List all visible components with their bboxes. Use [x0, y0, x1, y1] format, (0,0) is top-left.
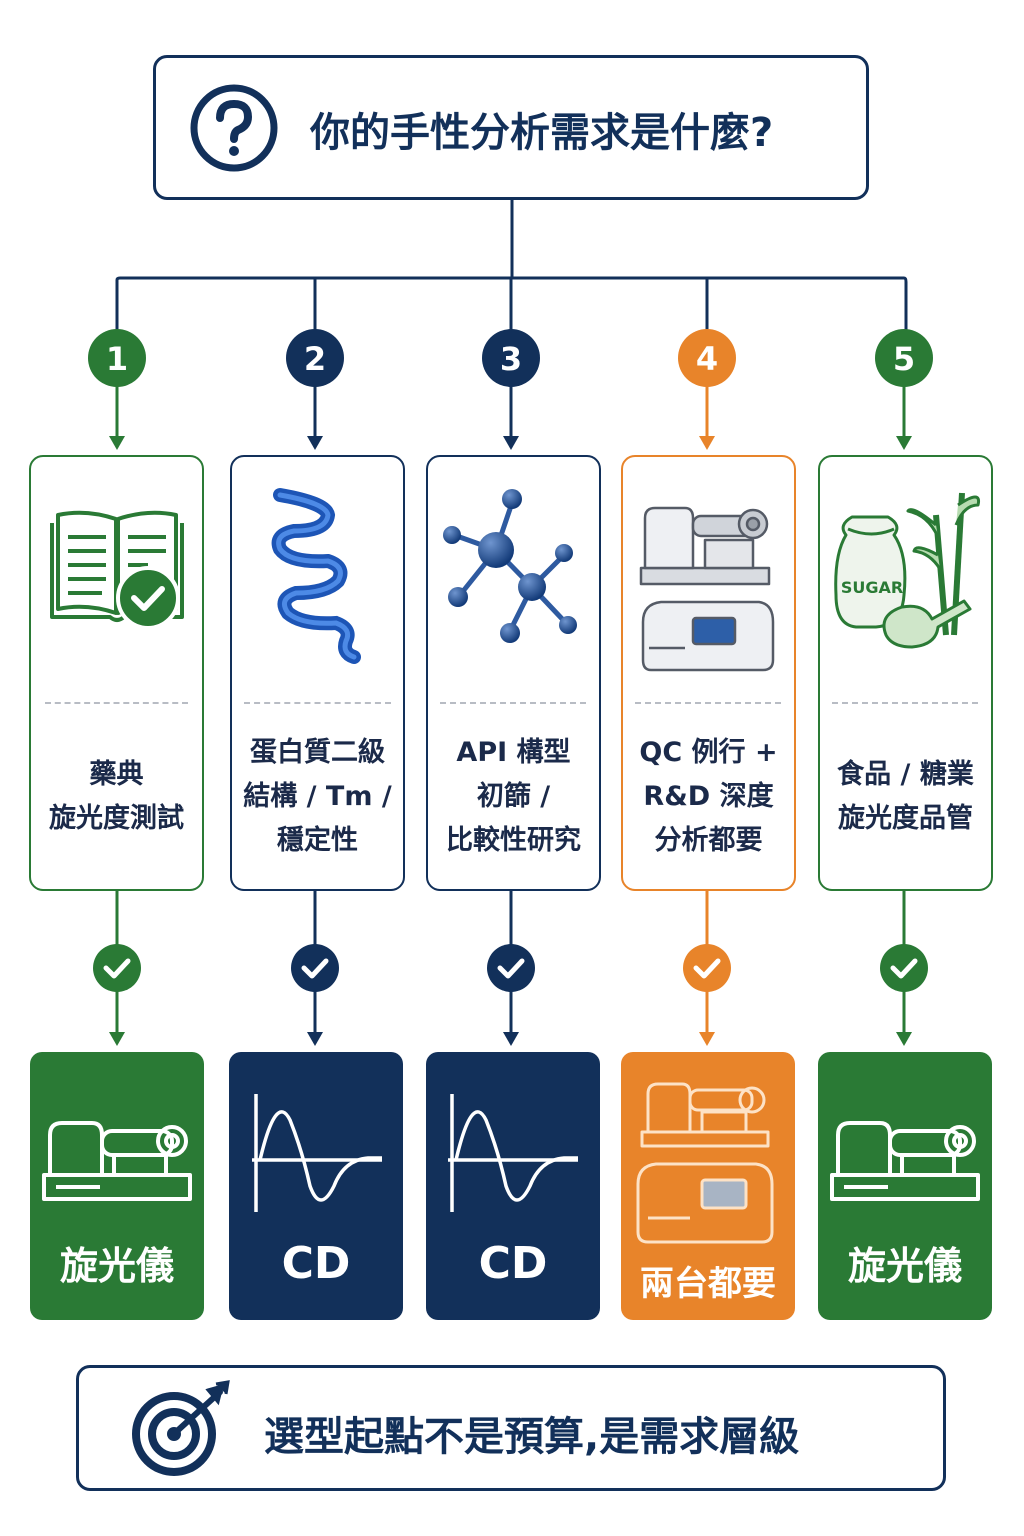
step-badge-1: 1	[88, 329, 146, 387]
polarimeter-icon	[830, 1121, 980, 1201]
protein-helix-icon	[271, 488, 361, 664]
result-card-2	[229, 1052, 403, 1320]
result-label-4: 兩台都要	[640, 1264, 776, 1304]
card-divider	[440, 702, 586, 704]
sugar-cane-icon: SUGAR	[834, 492, 981, 649]
pharmacopeia-book-icon	[50, 510, 184, 630]
option-text-5: 食品 / 糖業旋光度品管	[837, 759, 974, 834]
result-label-3: CD	[478, 1238, 548, 1289]
check-icon	[683, 944, 731, 992]
svg-text:1: 1	[106, 340, 128, 378]
card-divider	[244, 702, 391, 704]
card-divider	[832, 702, 978, 704]
molecule-icon	[443, 489, 577, 643]
result-label-2: CD	[281, 1238, 351, 1289]
step-badges: 1 2 3 4 5	[88, 329, 933, 387]
sugar-label: SUGAR	[841, 578, 903, 597]
cd-spectrum-icon	[252, 1094, 382, 1212]
step-badge-5: 5	[875, 329, 933, 387]
option-text-4: QC 例行 +R&D 深度分析都要	[639, 737, 778, 856]
option-text-3: API 構型初篩 /比較性研究	[446, 737, 581, 856]
page-title: 你的手性分析需求是什麼?	[310, 110, 774, 156]
conclusion-title: 選型起點不是預算,是需求層級	[264, 1414, 800, 1460]
check-icon	[880, 944, 928, 992]
instruments-icon	[639, 506, 775, 672]
both-instruments-icon	[636, 1082, 774, 1244]
check-icon	[93, 944, 141, 992]
step-badge-4: 4	[678, 329, 736, 387]
step-badge-2: 2	[286, 329, 344, 387]
check-icon	[291, 944, 339, 992]
polarimeter-icon	[42, 1121, 192, 1201]
cd-spectrum-icon	[448, 1094, 578, 1212]
svg-text:5: 5	[893, 340, 915, 378]
check-icon	[487, 944, 535, 992]
question-icon	[190, 84, 278, 172]
step-badge-3: 3	[482, 329, 540, 387]
option-text-1: 藥典旋光度測試	[49, 759, 184, 834]
check-icons	[93, 944, 928, 992]
card-divider	[45, 702, 188, 704]
target-icon	[132, 1380, 230, 1476]
svg-text:4: 4	[696, 340, 718, 378]
card-divider	[635, 702, 781, 704]
result-card-3	[426, 1052, 600, 1320]
result-label-5: 旋光儀	[847, 1244, 962, 1288]
option-text-2: 蛋白質二級結構 / Tm /穩定性	[243, 737, 392, 856]
svg-text:3: 3	[500, 340, 522, 378]
result-label-1: 旋光儀	[59, 1244, 174, 1288]
svg-text:2: 2	[304, 340, 326, 378]
